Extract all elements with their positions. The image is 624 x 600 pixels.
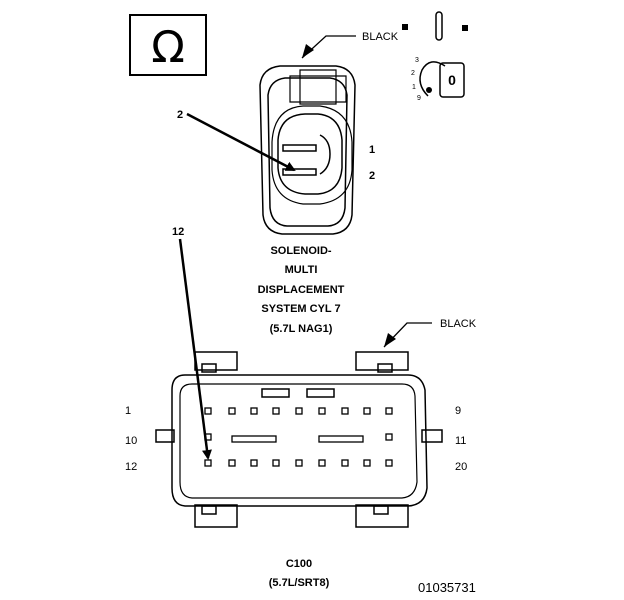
svg-text:2: 2 <box>411 70 415 77</box>
svg-text:9: 9 <box>417 95 421 102</box>
solenoid-color-label: BLACK <box>362 31 399 43</box>
solenoid-connector <box>259 65 356 235</box>
c100-title: C100 (5.7L/SRT8) <box>269 558 330 589</box>
c100-pin-20-label: 20 <box>455 461 467 473</box>
solenoid-pin-2-label: 2 <box>369 170 375 182</box>
legend-letter: 0 <box>448 72 456 88</box>
c100-callout-label: 12 <box>172 226 184 238</box>
solenoid-black-arrow <box>301 35 356 59</box>
c100-callout-arrow <box>178 238 212 460</box>
legend-square-left-icon <box>402 24 408 30</box>
svg-text:(5.7L/SRT8): (5.7L/SRT8) <box>269 577 330 589</box>
c100-pin-12-label: 12 <box>125 461 137 473</box>
c100-black-arrow <box>383 322 432 348</box>
legend-clip-icon <box>419 61 446 97</box>
svg-text:DISPLACEMENT: DISPLACEMENT <box>258 284 345 296</box>
solenoid-title: SOLENOID- MULTI DISPLACEMENT SYSTEM CYL … <box>258 245 345 335</box>
omega-symbol: Ω <box>129 14 207 76</box>
c100-pin-10-label: 10 <box>125 435 137 447</box>
c100-color-label: BLACK <box>440 318 477 330</box>
c100-connector <box>155 351 443 528</box>
figure-id: 01035731 <box>418 580 476 595</box>
c100-pin-9-label: 9 <box>455 405 461 417</box>
svg-text:SYSTEM CYL 7: SYSTEM CYL 7 <box>261 303 340 315</box>
solenoid-callout-label: 2 <box>177 109 183 121</box>
legend-icon: 3 2 1 9 0 <box>402 11 468 102</box>
svg-text:MULTI: MULTI <box>285 264 318 276</box>
c100-pin-1-label: 1 <box>125 405 131 417</box>
svg-text:3: 3 <box>415 57 419 64</box>
svg-text:C100: C100 <box>286 558 312 570</box>
svg-text:(5.7L NAG1): (5.7L NAG1) <box>270 323 333 335</box>
solenoid-pin-1-label: 1 <box>369 144 375 156</box>
svg-text:1: 1 <box>412 84 416 91</box>
solenoid-callout-arrow <box>186 112 296 172</box>
legend-pin-icon <box>435 11 443 41</box>
omega-glyph: Ω <box>151 22 185 73</box>
svg-text:SOLENOID-: SOLENOID- <box>270 245 331 257</box>
c100-pin-11-label: 11 <box>455 435 466 447</box>
legend-square-right-icon <box>462 25 468 31</box>
